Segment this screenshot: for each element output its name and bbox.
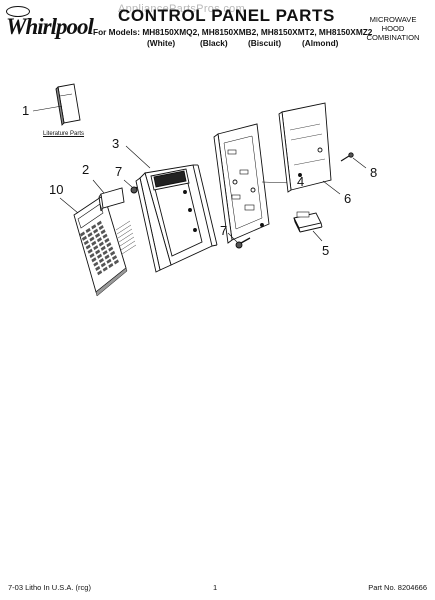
keypad-key <box>93 261 99 267</box>
screw-small-drawing <box>340 152 367 169</box>
logo-emblem-icon <box>6 6 30 17</box>
product-type-line-2: HOOD <box>381 24 405 33</box>
literature-parts-label: Literature Parts <box>43 131 85 137</box>
keypad-key <box>112 255 118 261</box>
keypad-key <box>96 220 102 226</box>
keypad-key <box>108 246 114 252</box>
keypad-key <box>108 262 114 269</box>
product-type: MICROWAVE HOOD COMBINATION <box>356 15 430 42</box>
keypad-overlay-drawing <box>59 194 137 297</box>
keypad-key <box>100 262 106 268</box>
keypad-key <box>100 229 106 235</box>
keypad-key <box>89 236 95 242</box>
keypad-key <box>104 254 110 260</box>
keypad-key <box>102 250 108 256</box>
keypad-key <box>81 235 87 241</box>
callout-4: 4 <box>297 174 305 189</box>
print-info: 7-03 Litho In U.S.A. (rcg) <box>8 583 91 592</box>
exploded-parts-diagram <box>32 83 367 297</box>
watermark: AppliancePartsPros.com <box>118 3 246 15</box>
keypad-key <box>91 224 97 230</box>
keypad-key <box>89 252 95 259</box>
keypad-key <box>95 232 101 238</box>
keypad-key <box>96 237 102 243</box>
product-type-line-1: MICROWAVE <box>369 15 417 24</box>
keypad-keys <box>80 220 119 276</box>
screw-lower-drawing <box>227 232 251 249</box>
callout-7-upper: 7 <box>115 164 123 179</box>
control-board-drawing <box>213 123 293 244</box>
callout-2: 2 <box>82 162 90 177</box>
keypad-key <box>106 242 112 248</box>
callout-8: 8 <box>370 165 378 180</box>
callout-5: 5 <box>322 243 330 258</box>
keypad-key <box>87 232 93 238</box>
window-lens-drawing <box>92 179 125 212</box>
callout-6: 6 <box>344 191 352 206</box>
keypad-key <box>102 233 108 239</box>
keypad-key <box>106 258 112 264</box>
keypad-key <box>93 228 99 234</box>
callout-10: 10 <box>49 182 64 197</box>
color-biscuit: (Biscuit) <box>248 38 282 48</box>
keypad-key <box>100 245 106 251</box>
brand-name: Whirlpool <box>6 14 94 39</box>
keypad-key <box>91 240 97 246</box>
keypad-key <box>95 249 101 255</box>
callout-7-lower: 7 <box>220 223 228 238</box>
whirlpool-logo: Whirlpool <box>6 6 94 42</box>
keypad-key <box>85 227 91 233</box>
keypad-key <box>104 237 110 243</box>
model-colors: (White) (Black) (Biscuit) (Almond) <box>93 38 353 49</box>
backing-plate-drawing <box>278 102 341 195</box>
keypad-key <box>85 244 91 250</box>
page-title: CONTROL PANEL PARTS <box>118 6 335 25</box>
part-number: Part No. 8204666 <box>368 583 427 592</box>
color-white: (White) <box>147 38 176 48</box>
keypad-key <box>102 266 108 272</box>
keypad-key <box>80 231 86 237</box>
keypad-key <box>95 265 101 271</box>
keypad-key <box>91 257 97 263</box>
keypad-key <box>83 240 89 246</box>
keypad-key <box>98 257 104 264</box>
product-type-line-3: COMBINATION <box>366 33 420 42</box>
control-panel-frame-drawing <box>125 145 218 273</box>
keypad-key <box>93 245 99 251</box>
keypad-key <box>98 224 104 231</box>
keypad-key <box>87 248 93 254</box>
color-black: (Black) <box>200 38 228 48</box>
keypad-key <box>98 241 104 247</box>
keypad-key <box>97 270 103 276</box>
keypad-key <box>113 259 119 265</box>
page-number: 1 <box>213 583 218 592</box>
callout-1: 1 <box>22 103 30 118</box>
keypad-key <box>97 253 103 259</box>
models-line: For Models: MH8150XMQ2, MH8150XMB2, MH81… <box>93 27 373 37</box>
bracket-drawing <box>293 211 323 242</box>
color-almond: (Almond) <box>302 38 339 48</box>
literature-parts-drawing <box>32 83 81 126</box>
keypad-key <box>110 250 116 256</box>
callout-3: 3 <box>112 136 120 151</box>
